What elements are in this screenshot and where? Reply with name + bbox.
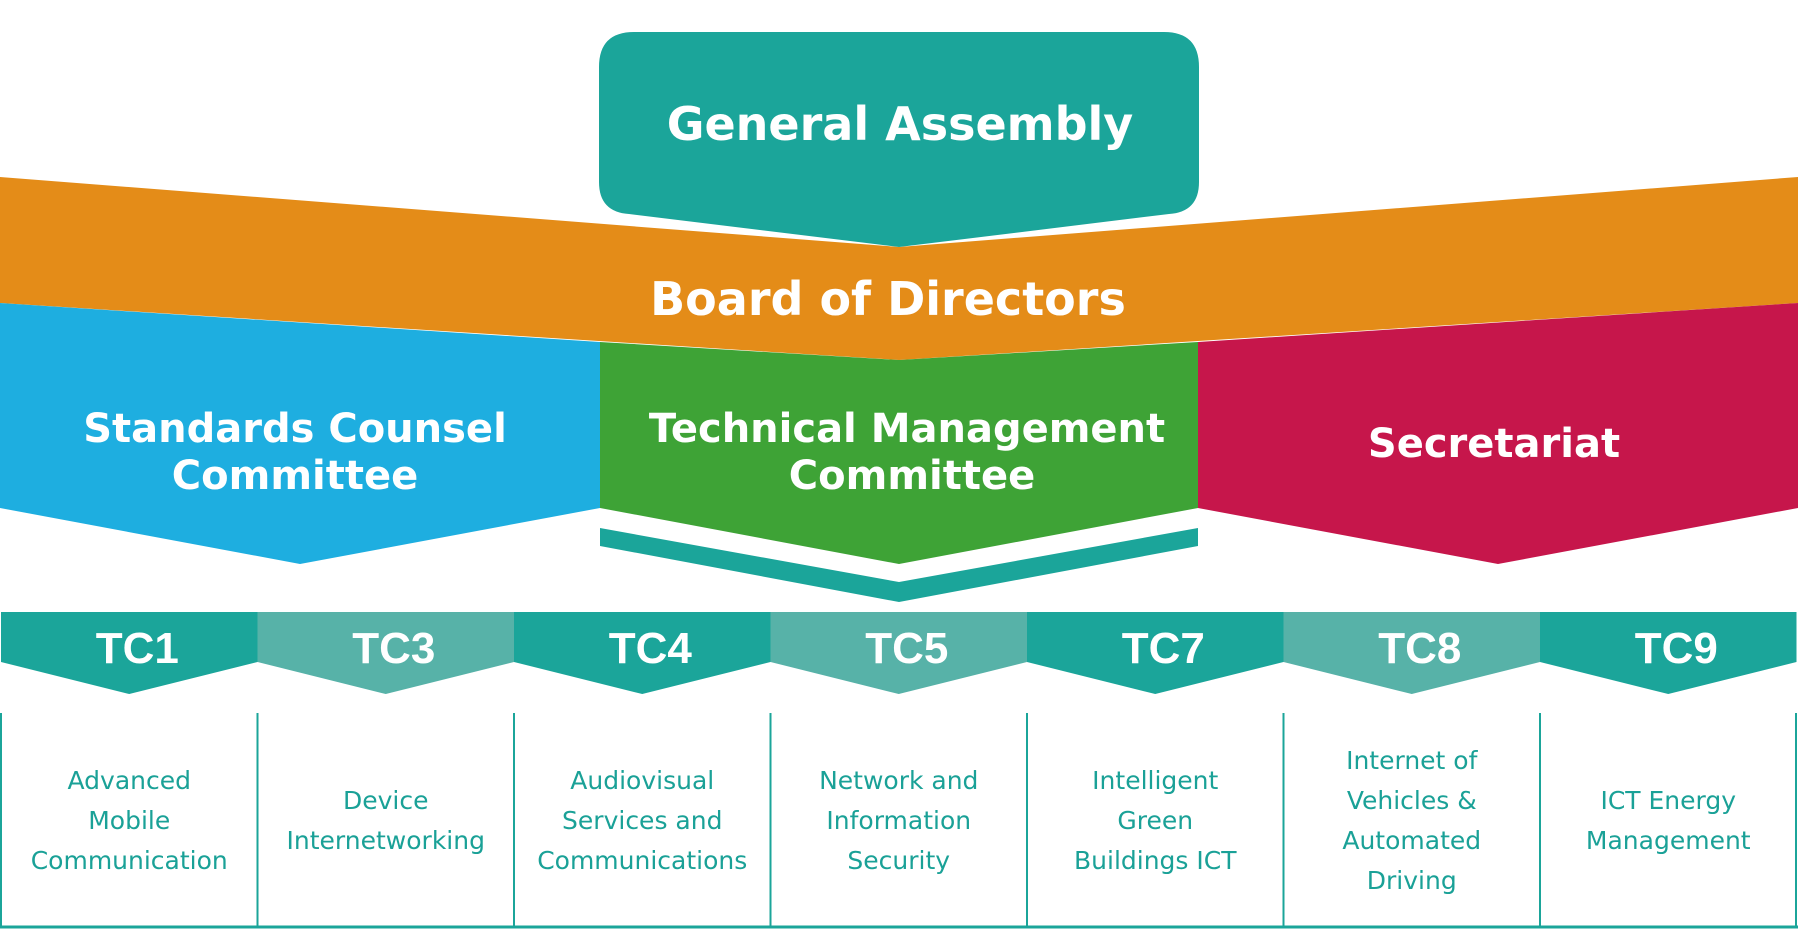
tc-desc-tc4-line-1: Audiovisual (570, 766, 714, 795)
tc-desc-tc5-line-3: Security (847, 846, 950, 875)
tc-desc-tc5-line-1: Network and (819, 766, 978, 795)
tc-tab-tc5 (770, 612, 1027, 694)
tc-desc-tc1-line-2: Mobile (88, 806, 170, 835)
tc-desc-tc9-line-1: ICT Energy (1600, 786, 1736, 815)
board-band (0, 177, 1798, 360)
tc-desc-tc9-line-2: Management (1586, 826, 1751, 855)
technical-chevron (600, 528, 1198, 602)
tc-tab-tc4 (514, 612, 771, 694)
tc-desc-tc4-line-2: Services and (562, 806, 722, 835)
tc-desc-tc8-line-4: Driving (1367, 866, 1457, 895)
tc-desc-tc8-line-1: Internet of (1346, 746, 1479, 775)
secretariat-shape (1198, 303, 1798, 564)
tc-tab-tc8 (1283, 612, 1540, 694)
tc-desc-tc3-line-2: Internetworking (287, 826, 485, 855)
tc-tab-tc1 (1, 612, 258, 694)
tc-desc-tc3-line-1: Device (343, 786, 429, 815)
tc-tab-tc3 (257, 612, 514, 694)
technical-management-label-line2: Committee (789, 453, 1035, 499)
tc-code-tc7: TC7 (1122, 624, 1205, 673)
technical-committees-row: TC1AdvancedMobileCommunicationTC3DeviceI… (0, 612, 1797, 927)
tc-code-tc5: TC5 (865, 624, 948, 673)
tc-desc-tc7-line-2: Green (1117, 806, 1193, 835)
standards-counsel-label-line1: Standards Counsel (83, 406, 507, 452)
tc-code-tc3: TC3 (352, 624, 435, 673)
tc-code-tc8: TC8 (1378, 624, 1461, 673)
tc-desc-tc7-line-1: Intelligent (1092, 766, 1218, 795)
tc-desc-tc4-line-3: Communications (537, 846, 747, 875)
standards-counsel-label-line2: Committee (172, 453, 418, 499)
technical-management-shape (600, 342, 1198, 564)
tc-tab-tc7 (1027, 612, 1284, 694)
board-label: Board of Directors (650, 272, 1126, 326)
tc-code-tc4: TC4 (609, 624, 693, 673)
tc-tab-tc9 (1540, 612, 1797, 694)
tc-desc-tc8-line-2: Vehicles & (1347, 786, 1477, 815)
standards-counsel-shape (0, 303, 600, 564)
tc-code-tc1: TC1 (96, 624, 179, 673)
tc-desc-tc8-line-3: Automated (1342, 826, 1481, 855)
tc-desc-tc1-line-1: Advanced (68, 766, 192, 795)
tc-desc-tc7-line-3: Buildings ICT (1074, 846, 1237, 875)
general-assembly-box (599, 32, 1199, 247)
secretariat-label: Secretariat (1368, 421, 1620, 467)
technical-management-label-line1: Technical Management (649, 406, 1165, 452)
tc-desc-tc1-line-3: Communication (31, 846, 228, 875)
general-assembly-label: General Assembly (667, 97, 1134, 151)
tc-desc-tc5-line-2: Information (826, 806, 971, 835)
tc-code-tc9: TC9 (1635, 624, 1718, 673)
